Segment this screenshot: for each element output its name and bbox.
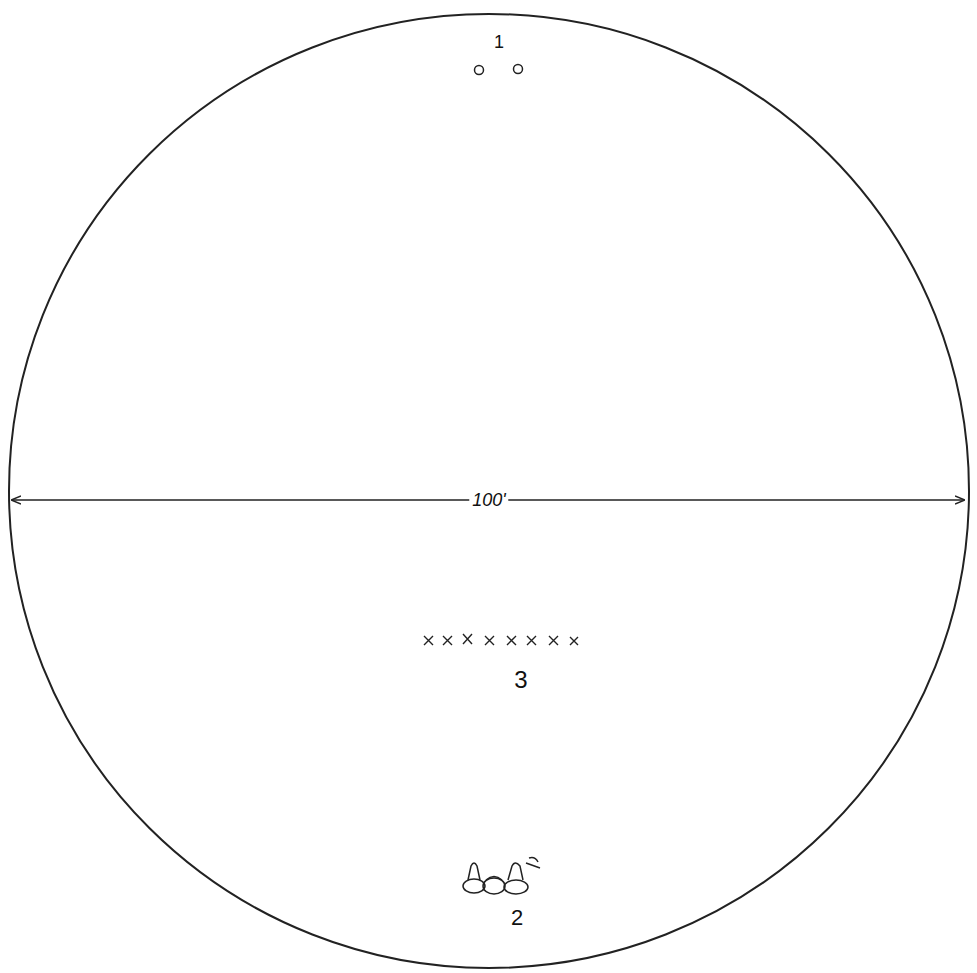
callout-number: 2 <box>508 907 526 929</box>
callout-number: 1 <box>491 33 507 51</box>
goal-markers <box>475 65 523 75</box>
equipment-pile <box>463 858 540 895</box>
field-circle <box>9 14 969 968</box>
dimension-label: 100' <box>469 491 508 509</box>
player-row <box>424 634 578 645</box>
callout-number: 3 <box>511 668 530 692</box>
